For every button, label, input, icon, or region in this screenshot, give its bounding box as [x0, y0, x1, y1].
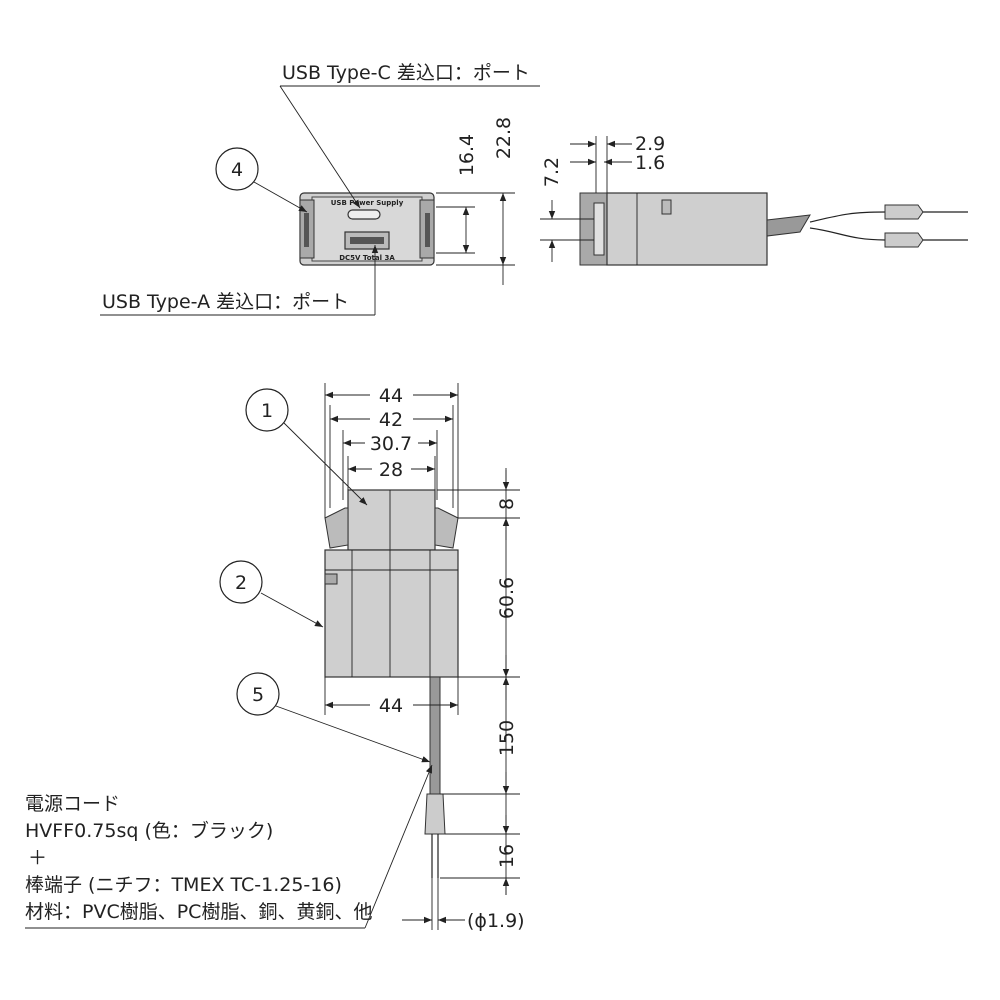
dim-30-7: 30.7 [370, 433, 412, 455]
cord-note-line5: 材料：PVC樹脂、PC樹脂、銅、黄銅、他 [25, 901, 372, 923]
dim-60-6: 60.6 [496, 577, 518, 619]
frame-body [324, 549, 459, 678]
cord-note: 電源コード HVFF0.75sq (色：ブラック) ＋ 棒端子 (ニチフ：TME… [25, 793, 372, 923]
front-bottom-label: DC5V Total 3A [339, 254, 395, 262]
dim-22-8: 22.8 [493, 117, 515, 159]
dim-150: 150 [496, 720, 518, 756]
part-number-4: 4 [231, 159, 243, 181]
usb-c-callout: USB Type-C 差込口：ポート [282, 62, 530, 84]
rod-terminal [424, 793, 446, 835]
dim-7-2: 7.2 [541, 157, 563, 187]
dim-phi: (ϕ1.9) [467, 910, 525, 932]
usb-c-port [347, 209, 381, 220]
part-number-circle-5 [236, 672, 280, 716]
dim-42: 42 [379, 409, 403, 431]
front-top-label: USB Power Supply [331, 199, 404, 207]
dim-28: 28 [379, 459, 403, 481]
cord-note-line4: 棒端子 (ニチフ：TMEX TC-1.25-16) [25, 874, 342, 896]
power-cord [429, 676, 441, 795]
part-number-2: 2 [235, 572, 247, 594]
side-body [606, 192, 768, 266]
cord-note-line2: HVFF0.75sq (色：ブラック) [25, 819, 273, 842]
usb-a-callout: USB Type-A 差込口：ポート [102, 291, 349, 313]
dim-16: 16 [496, 844, 518, 868]
part-number-circle-1 [245, 388, 289, 432]
part-number-circle-2 [219, 560, 263, 604]
part-number-circle-4 [215, 147, 259, 191]
bottom-view: 44 42 30.7 28 8 60.6 150 16 [25, 383, 525, 932]
side-view: 2.9 1.6 7.2 [540, 133, 968, 266]
dim-16-4: 16.4 [456, 134, 478, 176]
dim-1-6: 1.6 [635, 152, 665, 174]
front-view: USB Power Supply DC5V Total 3A 4 USB Typ… [100, 62, 540, 316]
part-number-1: 1 [261, 400, 273, 422]
dim-2-9: 2.9 [635, 133, 665, 155]
dim-44-top: 44 [379, 385, 403, 407]
cord-note-line1: 電源コード [25, 793, 120, 815]
part-number-5: 5 [252, 684, 264, 706]
cord-note-line3: ＋ [28, 847, 47, 869]
dim-8: 8 [496, 498, 518, 510]
dim-44-bottom: 44 [379, 695, 403, 717]
